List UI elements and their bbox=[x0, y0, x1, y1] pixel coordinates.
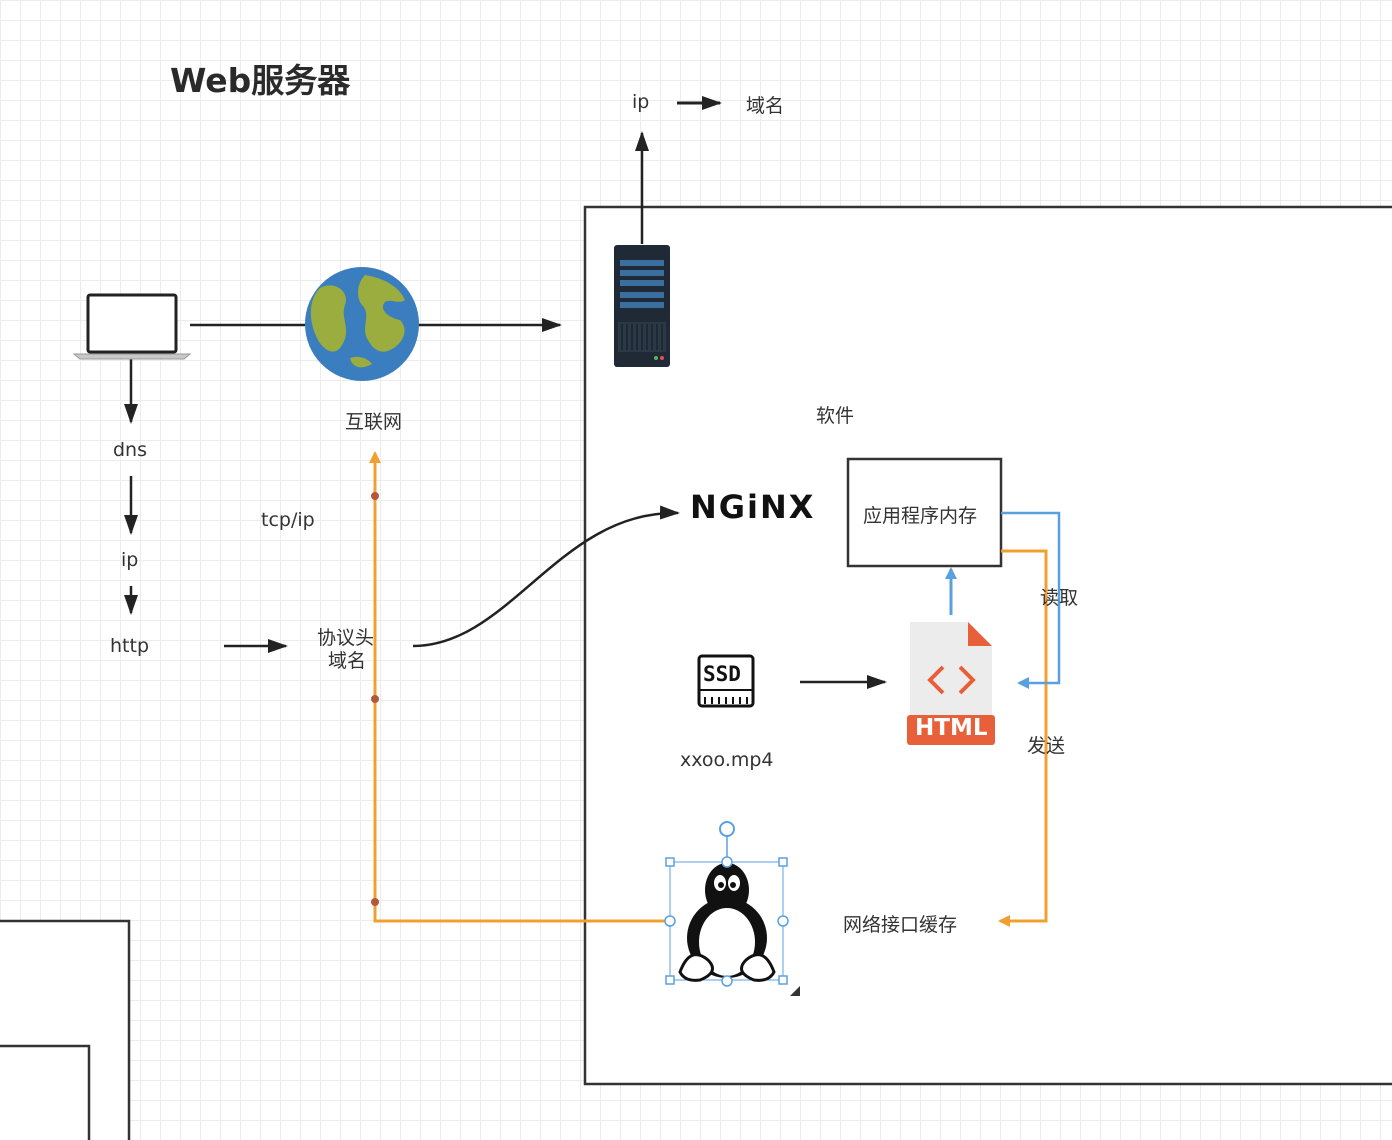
nginx-logo: NGiNX bbox=[690, 488, 816, 526]
laptop-icon[interactable] bbox=[72, 293, 192, 360]
lower-left-inner-box bbox=[0, 1044, 91, 1140]
lower-left-box[interactable] bbox=[0, 919, 131, 1140]
file-name-label: xxoo.mp4 bbox=[680, 749, 774, 771]
ip-top-label: ip bbox=[632, 91, 650, 113]
path-waypoint bbox=[371, 695, 379, 703]
server-icon[interactable] bbox=[614, 245, 670, 367]
ssd-text: SSD bbox=[703, 662, 741, 686]
software-label: 软件 bbox=[816, 405, 855, 427]
path-waypoint bbox=[371, 492, 379, 500]
path-waypoint bbox=[371, 898, 379, 906]
memory-read-path bbox=[1001, 511, 1061, 689]
domain-mid-label: 域名 bbox=[328, 650, 367, 672]
linux-to-internet-path bbox=[369, 451, 668, 923]
read-label: 读取 bbox=[1040, 587, 1079, 609]
header-to-nginx-curve bbox=[412, 505, 680, 648]
net-buffer-label: 网络接口缓存 bbox=[843, 914, 958, 936]
internet-label: 互联网 bbox=[345, 411, 403, 433]
send-label: 发送 bbox=[1027, 735, 1066, 757]
http-label: http bbox=[110, 635, 150, 657]
protocol-header-label: 协议头 bbox=[317, 627, 375, 649]
linux-penguin-icon[interactable] bbox=[664, 821, 800, 996]
page-title: Web服务器 bbox=[170, 61, 351, 100]
ssd-icon[interactable] bbox=[697, 654, 755, 708]
ip-left-label: ip bbox=[121, 549, 139, 571]
globe-icon[interactable] bbox=[305, 267, 419, 381]
tcpip-label: tcp/ip bbox=[261, 509, 315, 531]
memory-to-buffer-path bbox=[998, 549, 1048, 927]
html-file-icon[interactable] bbox=[907, 622, 995, 745]
html-badge-text: HTML bbox=[915, 715, 988, 741]
dns-label: dns bbox=[113, 439, 148, 461]
app-memory-box[interactable] bbox=[846, 457, 1003, 568]
app-memory-label: 应用程序内存 bbox=[863, 505, 978, 527]
domain-top-label: 域名 bbox=[746, 95, 785, 117]
